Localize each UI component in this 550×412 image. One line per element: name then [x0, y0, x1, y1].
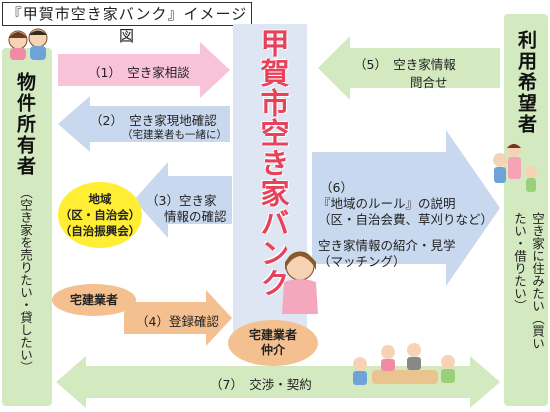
arrow-3-label-line2: 情報の確認 [164, 209, 227, 224]
arrow-3-label-line1: （3）空き家 [146, 193, 217, 208]
user-title: 利用希望者 [515, 30, 537, 135]
arrow-2-label: （2） 空き家現地確認 [90, 113, 217, 128]
arrow-6-label-line4: （マッチング） [318, 254, 406, 269]
arrow-1-consultation [58, 42, 230, 98]
diagram-title: 『甲賀市空き家バンク』イメージ図 [2, 2, 252, 45]
arrow-6-label-line2: （区・自治会費、草刈りなど） [318, 212, 494, 227]
arrow-5-label-line1: （5） 空き家情報 [354, 57, 456, 72]
broker-line2: 仲介 [260, 343, 285, 357]
region-badge: 地域 （区・自治会） （自治振興会） [58, 182, 142, 248]
user-family-icon [493, 143, 537, 192]
bank-name: 甲賀市空き家バンク [256, 28, 290, 298]
realtor-label: 宅建業者 [69, 292, 118, 307]
arrow-2-site-check [58, 96, 230, 152]
arrow-4-label: （4）登録確認 [136, 314, 219, 329]
arrow-6-matching [312, 130, 500, 286]
arrow-6-label-line3: 空き家情報の紹介・見学 [318, 238, 456, 253]
owner-title: 物件所有者 [14, 72, 36, 177]
arrow-5-label-line2: 問合せ [410, 75, 448, 90]
region-line1: 地域 [88, 192, 112, 206]
arrow-4-registration [124, 290, 232, 346]
meeting-icon [353, 343, 455, 385]
arrow-5-inquiry [318, 36, 500, 100]
arrow-2-sublabel: （宅建業者も一緒に） [122, 129, 227, 141]
user-column [504, 14, 548, 406]
broker-line1: 宅建業者 [248, 328, 297, 342]
region-line2: （区・自治会） [59, 208, 141, 222]
broker-badge: 宅建業者 仲介 [228, 320, 318, 366]
arrow-6-number: （6） [320, 180, 353, 195]
arrow-3-info-check [134, 162, 232, 238]
staff-icon [282, 251, 318, 314]
arrow-6-label-line1: 『地域のルール』の説明 [318, 196, 456, 211]
realtor-badge: 宅建業者 [52, 284, 136, 316]
arrow-7-label: （7） 交渉・契約 [210, 377, 312, 392]
arrow-1-label: （1） 空き家相談 [88, 65, 190, 80]
owner-subtitle: （空き家を売りたい・貸したい） [18, 186, 33, 374]
region-line3: （自治振興会） [59, 224, 141, 238]
owner-column [2, 48, 52, 406]
user-subtitle: 空き家に住みたい（買いたい・借りたい） [512, 212, 545, 350]
owner-couple-icon [8, 28, 48, 60]
